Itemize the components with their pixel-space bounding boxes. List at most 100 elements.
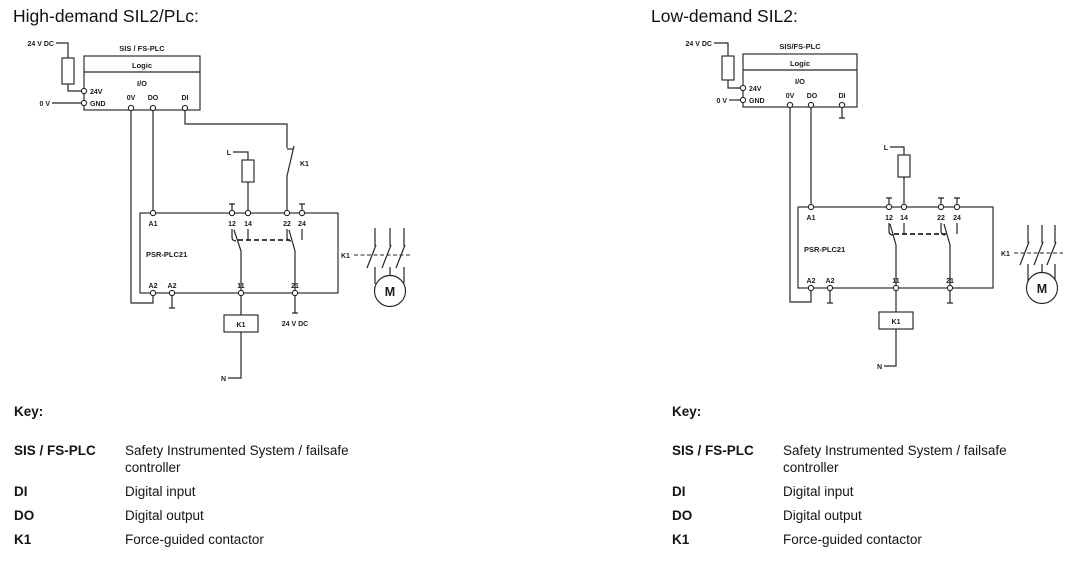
hd-supply-fuse	[61, 57, 75, 85]
ld-terminal-di	[838, 101, 846, 109]
ld-line-fuse	[897, 154, 911, 178]
hd-plc-0v-label: 0V	[127, 95, 136, 102]
ld-supply-pos-label: 24 V DC	[686, 41, 712, 48]
ld-plc-box	[742, 53, 858, 108]
low-demand-circuit-diagram: 24 V DC 0 V SIS/FS-PLC Logic I/O 24V GND…	[686, 41, 1063, 371]
key-right: Key: SIS / FS-PLC Safety Instrumented Sy…	[672, 403, 1075, 548]
ld-relay-contacts	[888, 223, 958, 288]
ld-22-label: 22	[937, 215, 945, 222]
ld-motor-contactor	[1014, 225, 1063, 305]
hd-plc-24v-label: 24V	[90, 89, 103, 96]
hd-terminal-24v	[80, 87, 88, 95]
key-def-di: Digital input	[783, 484, 854, 499]
ld-a1-label: A1	[807, 215, 816, 222]
ld-terminal-24	[953, 203, 961, 211]
hd-motor-contactor	[354, 228, 412, 308]
hd-k1-coil-label: K1	[237, 322, 246, 329]
hd-plc-gnd-label: GND	[90, 101, 106, 108]
hd-supply-neg-label: 0 V	[39, 101, 50, 108]
hd-a2b-label: A2	[168, 283, 177, 290]
ld-plc-title: SIS/FS-PLC	[779, 42, 821, 51]
key-term-k1: K1	[14, 532, 32, 547]
hd-unconnected-stubs-top	[229, 203, 305, 211]
hd-a2a-label: A2	[149, 283, 158, 290]
key-term-di: DI	[672, 484, 686, 499]
ld-24-label: 24	[953, 215, 961, 222]
hd-plc-title: SIS / FS-PLC	[119, 44, 165, 53]
key-term-di: DI	[14, 484, 28, 499]
key-def-di: Digital input	[125, 484, 196, 499]
ld-14-label: 14	[900, 215, 908, 222]
key-def-do: Digital output	[783, 508, 862, 523]
right-diagram-title: Low-demand SIL2:	[651, 6, 798, 26]
hd-plc-logic-label: Logic	[132, 61, 152, 70]
ld-terminal-do	[807, 101, 815, 109]
hd-22-label: 22	[283, 221, 291, 228]
hd-supply-wiring	[52, 42, 81, 104]
hd-plc-box	[83, 55, 201, 111]
key-def-sis: Safety Instrumented System / failsafe co…	[783, 443, 1007, 475]
key-right-table: SIS / FS-PLC Safety Instrumented System …	[672, 442, 1075, 548]
key-def-do: Digital output	[125, 508, 204, 523]
ld-io-wiring	[789, 108, 845, 303]
ld-plc-io-label: I/O	[795, 77, 805, 86]
key-left-title: Key:	[14, 404, 44, 419]
ld-terminal-14	[900, 203, 908, 211]
hd-terminal-11	[237, 289, 245, 297]
hd-k1-feedback-label: K1	[300, 161, 309, 168]
ld-plc-24v-label: 24V	[749, 86, 762, 93]
ld-k1-coil-label: K1	[892, 319, 901, 326]
ld-11-label: 11	[892, 278, 900, 285]
hd-line-l-label: L	[227, 150, 232, 157]
hd-motor-label: M	[385, 285, 395, 299]
ld-terminal-11	[892, 284, 900, 292]
hd-21-label: 21	[291, 283, 299, 290]
ld-terminal-12	[885, 203, 893, 211]
key-def-sis: Safety Instrumented System / failsafe co…	[125, 443, 349, 475]
hd-relay-contacts	[231, 229, 303, 293]
ld-plc-gnd-label: GND	[749, 98, 765, 105]
ld-k1-coil-box	[878, 311, 914, 330]
ld-terminal-a2-2	[826, 284, 834, 292]
ld-terminal-0v	[786, 101, 794, 109]
key-term-sis: SIS / FS-PLC	[672, 443, 754, 458]
hd-neutral-label: N	[221, 376, 226, 383]
hd-io-wiring	[130, 110, 288, 304]
hd-supply-pos-label: 24 V DC	[28, 41, 54, 48]
hd-24-label: 24	[298, 221, 306, 228]
key-right-title: Key:	[672, 404, 702, 419]
key-term-sis: SIS / FS-PLC	[14, 443, 96, 458]
ld-plc-0v-label: 0V	[786, 93, 795, 100]
ld-plc-logic-label: Logic	[790, 59, 810, 68]
hd-bottom-wiring	[169, 296, 298, 379]
ld-plc-di-label: DI	[839, 93, 846, 100]
hd-plc-di-label: DI	[182, 95, 189, 102]
ld-a2a-label: A2	[807, 278, 816, 285]
ld-motor-label: M	[1037, 282, 1047, 296]
ld-a2b-label: A2	[826, 278, 835, 285]
ld-neutral-label: N	[877, 364, 882, 371]
ld-terminal-a2-1	[807, 284, 815, 292]
ld-terminal-21	[946, 284, 954, 292]
key-def-k1: Force-guided contactor	[783, 532, 922, 547]
hd-k1-feedback-contact	[286, 145, 295, 211]
ld-relay-name: PSR-PLC21	[804, 245, 845, 254]
hd-motor-circle	[373, 274, 407, 308]
hd-line-fuse	[241, 159, 255, 183]
hd-terminal-24	[298, 209, 306, 217]
hd-terminal-a2-2	[168, 289, 176, 297]
hd-terminal-a1	[149, 209, 157, 217]
hd-k1-coil-box	[223, 314, 259, 333]
ld-line-l-label: L	[884, 145, 889, 152]
left-diagram-title: High-demand SIL2/PLc:	[13, 6, 199, 26]
ld-motor-circle	[1025, 271, 1059, 305]
hd-contactor-k1-label: K1	[341, 253, 350, 260]
hd-terminal-0v	[127, 104, 135, 112]
key-term-do: DO	[672, 508, 693, 523]
hd-terminal-22	[283, 209, 291, 217]
hd-line-branch	[233, 151, 255, 211]
ld-terminal-gnd	[739, 96, 747, 104]
key-left-table: SIS / FS-PLC Safety Instrumented System …	[14, 442, 434, 548]
hd-terminal-do	[149, 104, 157, 112]
